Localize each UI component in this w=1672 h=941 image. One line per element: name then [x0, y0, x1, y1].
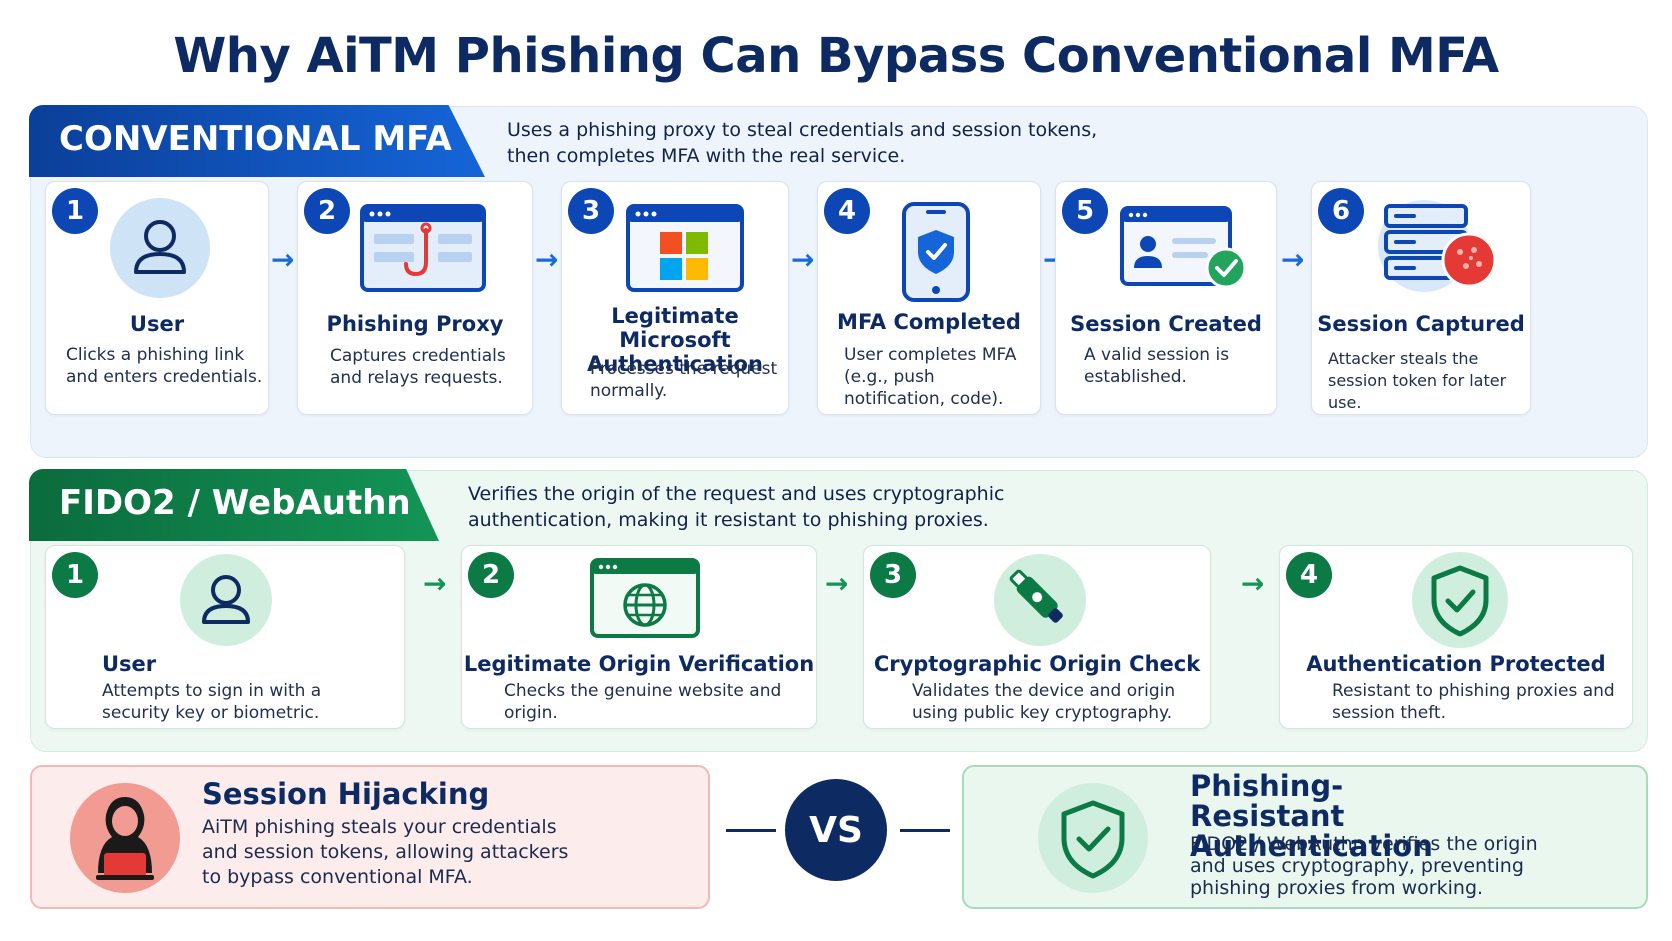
step-number-badge: 1 — [52, 188, 98, 234]
user-icon — [108, 196, 212, 304]
conv-step-1-desc: Clicks a phishing link and enters creden… — [66, 345, 263, 387]
step-number-badge: 3 — [568, 188, 614, 234]
conv-step-2-card: 2 Phishing Proxy Captures credentials an… — [297, 181, 533, 415]
flow-arrow: → — [791, 243, 815, 276]
step-number-badge: 6 — [1318, 188, 1364, 234]
conv-step-1-title: User — [129, 312, 185, 336]
session-card-icon — [1120, 206, 1250, 296]
shield-check-icon — [1410, 550, 1510, 654]
phishing-proxy-icon — [360, 204, 486, 298]
conv-step-5-card: 5 Session Created A valid session is est… — [1055, 181, 1277, 415]
conv-step-3-title: Legitimate Microsoft Authentication — [587, 304, 763, 376]
phishing-resistant-title: Phishing-Resistant Authentication — [1190, 769, 1433, 863]
microsoft-logo-icon — [626, 204, 744, 298]
hacker-icon — [68, 781, 182, 899]
flow-arrow: → — [1281, 243, 1305, 276]
flow-arrow: → — [535, 243, 559, 276]
fido-step-4-desc: Resistant to phishing proxies and sessio… — [1332, 681, 1615, 723]
globe-browser-icon — [590, 558, 700, 644]
shield-check-icon — [1036, 781, 1150, 899]
conv-step-4-title: MFA Completed — [837, 310, 1021, 334]
fido-step-1-card: 1 User Attempts to sign in with a securi… — [45, 545, 405, 729]
session-hijacking-desc: AiTM phishing steals your credentials an… — [202, 816, 569, 888]
session-hijacking-box: Session Hijacking AiTM phishing steals y… — [30, 765, 710, 909]
step-number-badge: 1 — [52, 552, 98, 598]
fido2-banner: FIDO2 / WebAuthn — [29, 469, 439, 541]
conventional-mfa-banner: CONVENTIONAL MFA — [29, 105, 485, 177]
vs-badge: VS — [785, 779, 887, 881]
session-hijacking-title: Session Hijacking — [202, 777, 490, 811]
conv-step-1-card: 1 User Clicks a phishing link and enters… — [45, 181, 269, 415]
vs-connector-left — [726, 829, 776, 832]
flow-arrow: → — [271, 243, 295, 276]
fido-step-3-title: Cryptographic Origin Check — [873, 652, 1201, 676]
fido-step-4-title: Authentication Protected — [1306, 652, 1606, 676]
phishing-resistant-box: Phishing-Resistant Authentication FIDO2 … — [962, 765, 1648, 909]
conv-step-6-desc: Attacker steals the session token for la… — [1328, 349, 1507, 412]
fido2-section: FIDO2 / WebAuthn Verifies the origin of … — [29, 469, 1648, 752]
conventional-mfa-section: CONVENTIONAL MFA Uses a phishing proxy t… — [29, 105, 1648, 458]
phishing-resistant-desc: FIDO2 / WebAuthn verifies the origin and… — [1190, 833, 1538, 899]
conv-step-2-desc: Captures credentials and relays requests… — [330, 346, 506, 388]
step-number-badge: 4 — [1286, 552, 1332, 598]
step-number-badge: 5 — [1062, 188, 1108, 234]
flow-arrow: → — [1241, 567, 1265, 600]
phone-shield-icon — [900, 200, 972, 308]
conv-step-3-desc: Processes the request normally. — [590, 359, 778, 401]
fido-step-2-desc: Checks the genuine website and origin. — [504, 681, 782, 723]
flow-arrow: → — [423, 567, 447, 600]
step-number-badge: 2 — [468, 552, 514, 598]
flow-arrow: → — [825, 567, 849, 600]
page-title: Why AiTM Phishing Can Bypass Conventiona… — [173, 28, 1499, 84]
conv-step-4-card: 4 MFA Completed User completes MFA (e.g.… — [817, 181, 1041, 415]
conv-step-3-card: 3 Legitimate Microsoft Authentication Pr… — [561, 181, 789, 415]
step-number-badge: 2 — [304, 188, 350, 234]
user-icon — [178, 552, 274, 652]
conv-step-4-desc: User completes MFA (e.g., push notificat… — [844, 345, 1017, 409]
fido-step-1-title: User — [102, 652, 157, 676]
conv-step-6-title: Session Captured — [1317, 312, 1525, 336]
fido-step-3-desc: Validates the device and origin using pu… — [912, 681, 1176, 723]
conventional-mfa-description: Uses a phishing proxy to steal credentia… — [507, 119, 1098, 167]
fido-step-2-card: 2 Legitimate Origin Verification Checks … — [461, 545, 817, 729]
step-number-badge: 4 — [824, 188, 870, 234]
fido-step-3-card: 3 Cryptographic Origin Check Validates t… — [863, 545, 1211, 729]
server-cookie-icon — [1374, 196, 1500, 300]
fido-step-2-title: Legitimate Origin Verification — [463, 652, 815, 676]
conv-step-6-card: 6 Session Captured Attacker steals the s… — [1311, 181, 1531, 415]
step-number-badge: 3 — [870, 552, 916, 598]
fido-step-1-desc: Attempts to sign in with a security key … — [102, 681, 322, 723]
usb-key-icon — [992, 552, 1088, 652]
fido2-description: Verifies the origin of the request and u… — [468, 483, 1005, 531]
conv-step-5-desc: A valid session is established. — [1084, 345, 1230, 387]
conv-step-5-title: Session Created — [1070, 312, 1262, 336]
fido-step-4-card: 4 Authentication Protected Resistant to … — [1279, 545, 1633, 729]
vs-connector-right — [900, 829, 950, 832]
conv-step-2-title: Phishing Proxy — [326, 312, 504, 336]
